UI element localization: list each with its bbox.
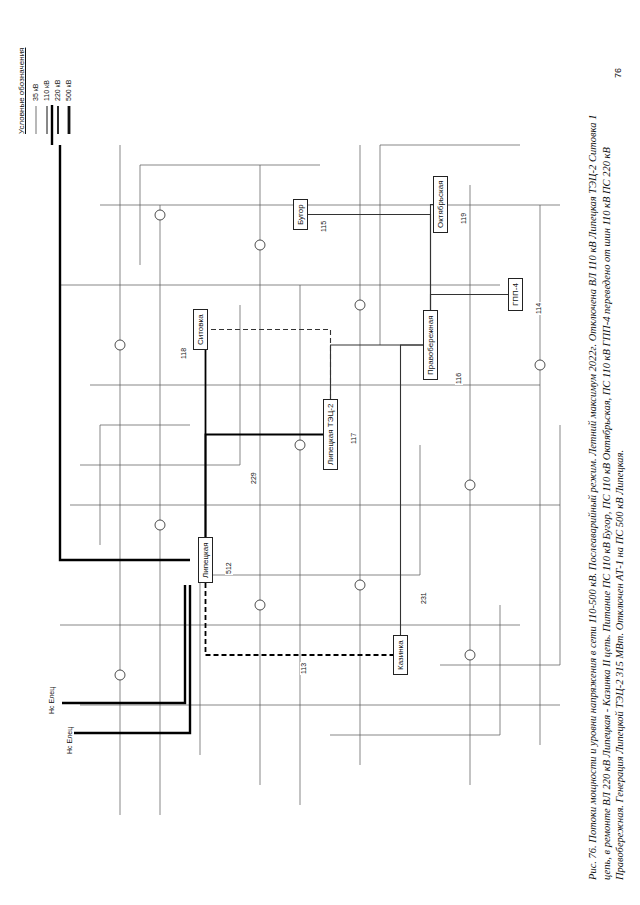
line-sample [32, 105, 40, 135]
substation-name: Казинка [396, 640, 405, 670]
substation-box: ГПП-4 [508, 278, 523, 311]
line-sample [65, 105, 73, 135]
legend: 35 кВ 110 кВ 220 кВ 500 кВ [30, 25, 74, 135]
page-number: 76 [614, 67, 624, 79]
legend-text: 500 кВ [65, 80, 72, 101]
substation-name: Правобережная [426, 315, 435, 375]
network-lines [60, 145, 560, 815]
substation-box: Липецкая [198, 537, 213, 583]
network-line [90, 385, 540, 386]
substation-box: Правобережная [423, 310, 438, 380]
network-line [380, 145, 520, 345]
transformer-symbol [465, 650, 475, 660]
transformer-symbol [115, 670, 125, 680]
substation-box: Октябрьская [433, 176, 448, 233]
line-sample [54, 105, 62, 135]
500kv-line [70, 585, 190, 733]
500kv-line [51, 105, 53, 145]
network-line [360, 145, 361, 765]
voltage-label: Нс Елец [48, 686, 56, 715]
network-line [60, 285, 500, 286]
substation-box: Липецкая ТЭЦ-2 [323, 399, 338, 470]
network-line [200, 445, 420, 755]
substation-name: Ситовка [196, 314, 205, 345]
line-sample [43, 105, 51, 135]
voltage-label: 118 [180, 347, 188, 360]
network-line [70, 505, 560, 506]
network-line [140, 165, 320, 265]
network-line [300, 285, 301, 805]
transformer-symbol [465, 480, 475, 490]
power-line [206, 583, 394, 655]
substation-name: Октябрьская [436, 181, 445, 228]
transformer-symbol [355, 580, 365, 590]
voltage-label: 115 [320, 220, 328, 233]
transformer-symbol [155, 210, 165, 220]
network-line [260, 165, 261, 785]
network-line [120, 145, 121, 815]
main-lines [52, 105, 190, 733]
network-line [540, 205, 541, 745]
transformer-symbol [255, 240, 265, 250]
legend-row: 35 кВ [30, 25, 41, 135]
power-line [206, 435, 324, 538]
legend-text: 110 кВ [43, 80, 50, 101]
500kv-line [60, 145, 190, 560]
substation-name: ГПП-4 [511, 283, 520, 306]
substation-name: Липецкая [201, 542, 210, 578]
substation-box: Бугор [293, 199, 308, 230]
legend-text: 220 кВ [54, 80, 61, 101]
voltage-label: 114 [535, 302, 543, 315]
transformer-symbol [295, 440, 305, 450]
voltage-label: 113 [300, 662, 308, 675]
substation-box: Ситовка [193, 309, 208, 350]
voltage-label: Нс Елец [66, 726, 74, 755]
legend-text: 35 кВ [32, 84, 39, 101]
voltage-label: 512 [225, 561, 233, 575]
voltage-label: 117 [350, 432, 358, 445]
transformer-symbol [535, 360, 545, 370]
transformer-symbol [355, 300, 365, 310]
network-line [100, 425, 190, 545]
power-line [208, 330, 331, 400]
voltage-label: 229 [250, 471, 258, 485]
power-line [431, 295, 509, 311]
substation-name: Липецкая ТЭЦ-2 [326, 404, 335, 465]
network-line [160, 205, 161, 815]
substation-box: Казинка [393, 635, 408, 675]
500kv-line [62, 585, 185, 703]
power-line [308, 215, 431, 311]
transformer-symbol [115, 340, 125, 350]
substation-name: Бугор [296, 204, 305, 225]
network-line [80, 705, 560, 706]
voltage-label: 116 [455, 372, 463, 385]
voltage-label: 231 [420, 591, 428, 605]
transformer-symbol [255, 600, 265, 610]
figure-caption: Рис. 76. Потоки мощности и уровни напряж… [586, 90, 627, 880]
transformer-symbol [155, 520, 165, 530]
network-line [330, 605, 500, 735]
power-line [331, 345, 424, 399]
power-line [205, 350, 207, 537]
network-line [60, 625, 520, 626]
voltage-label: 119 [460, 212, 468, 225]
network-line [100, 205, 560, 206]
legend-row: 500 кВ [63, 25, 74, 135]
legend-row: 220 кВ [52, 25, 63, 135]
legend-row: 110 кВ [41, 25, 52, 135]
legend-title: Условные обозначения [18, 47, 27, 135]
